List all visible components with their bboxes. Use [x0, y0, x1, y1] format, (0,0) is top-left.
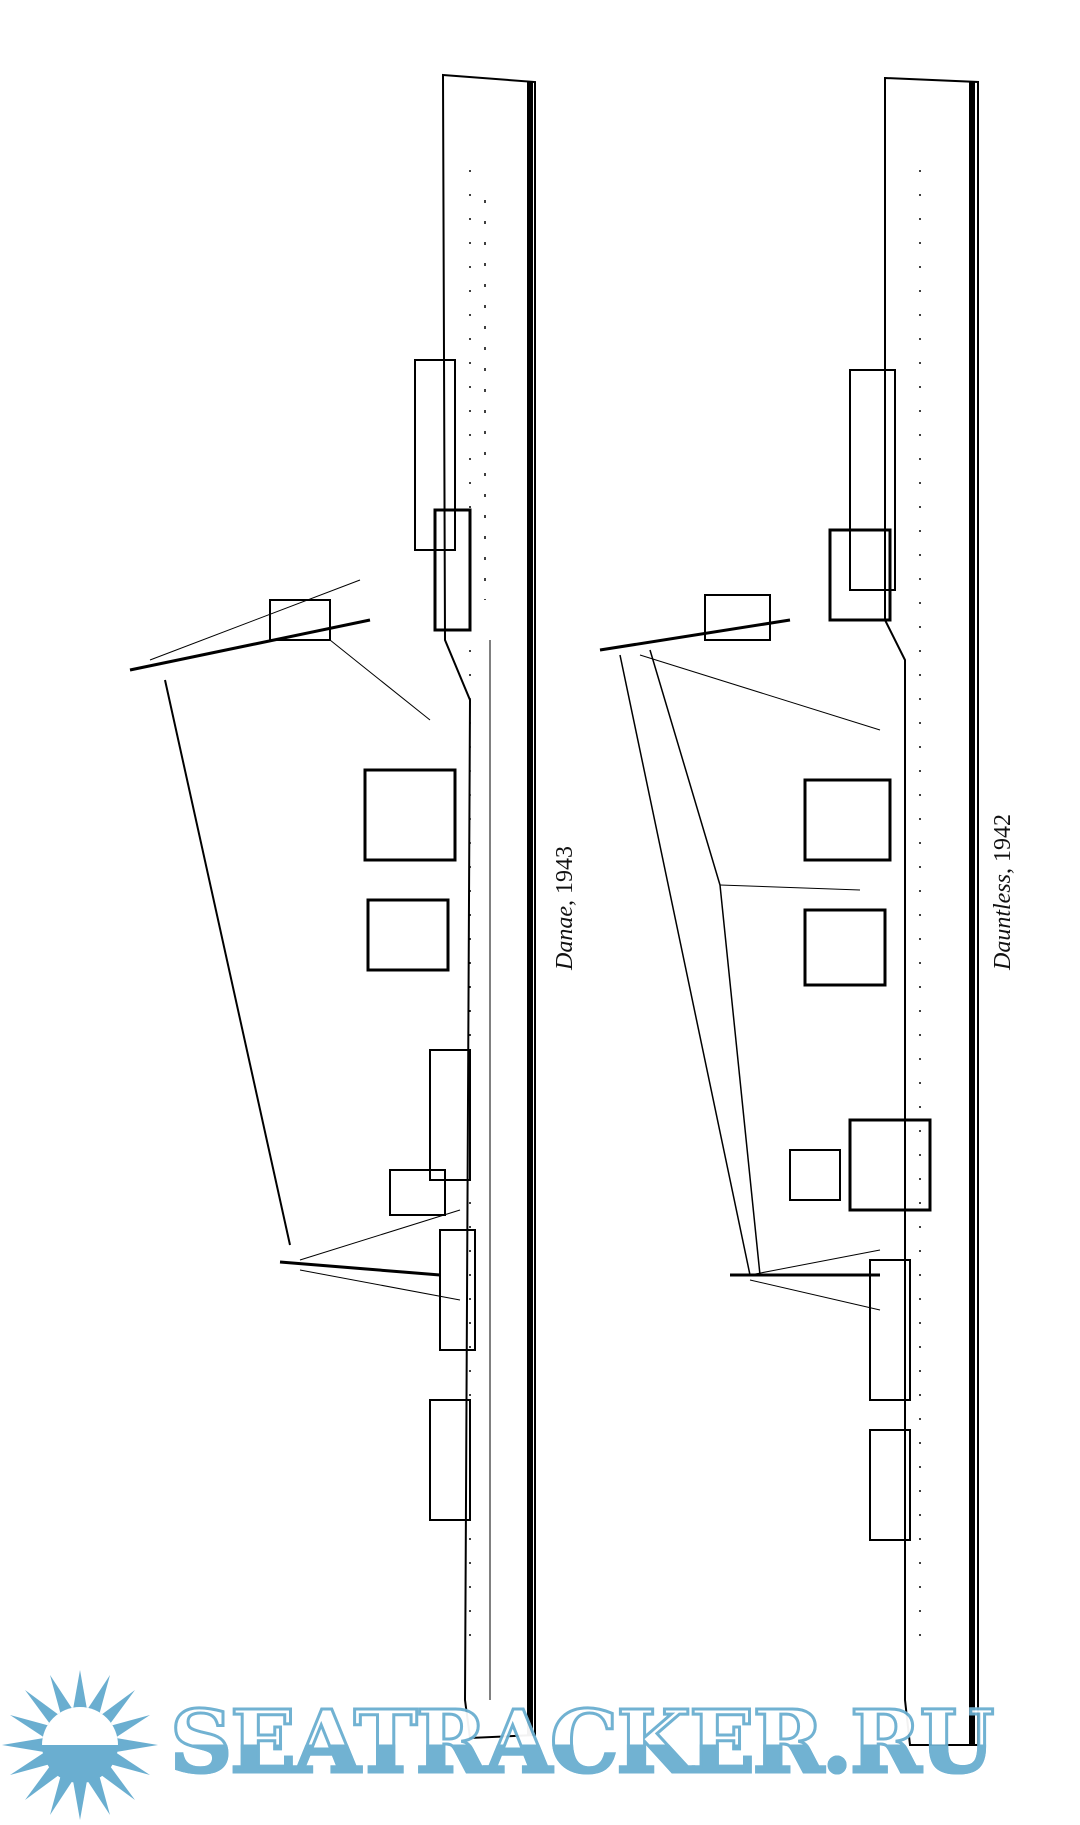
caption-year: 1943: [552, 846, 578, 895]
danae-profile: [129, 73, 536, 1740]
caption-danae: Danae, 1943: [552, 846, 578, 970]
watermark-text: SEATRACKER.RU: [169, 1691, 996, 1795]
caption-dauntless: Dauntless, 1942: [990, 814, 1016, 970]
caption-ship-name: Danae: [552, 906, 578, 970]
caption-ship-name: Dauntless: [990, 874, 1016, 970]
watermark: SEATRACKER.RU: [0, 1650, 1080, 1825]
dauntless-profile: [599, 76, 979, 1746]
caption-year: 1942: [990, 814, 1016, 862]
sun-logo-icon: [2, 1670, 158, 1820]
